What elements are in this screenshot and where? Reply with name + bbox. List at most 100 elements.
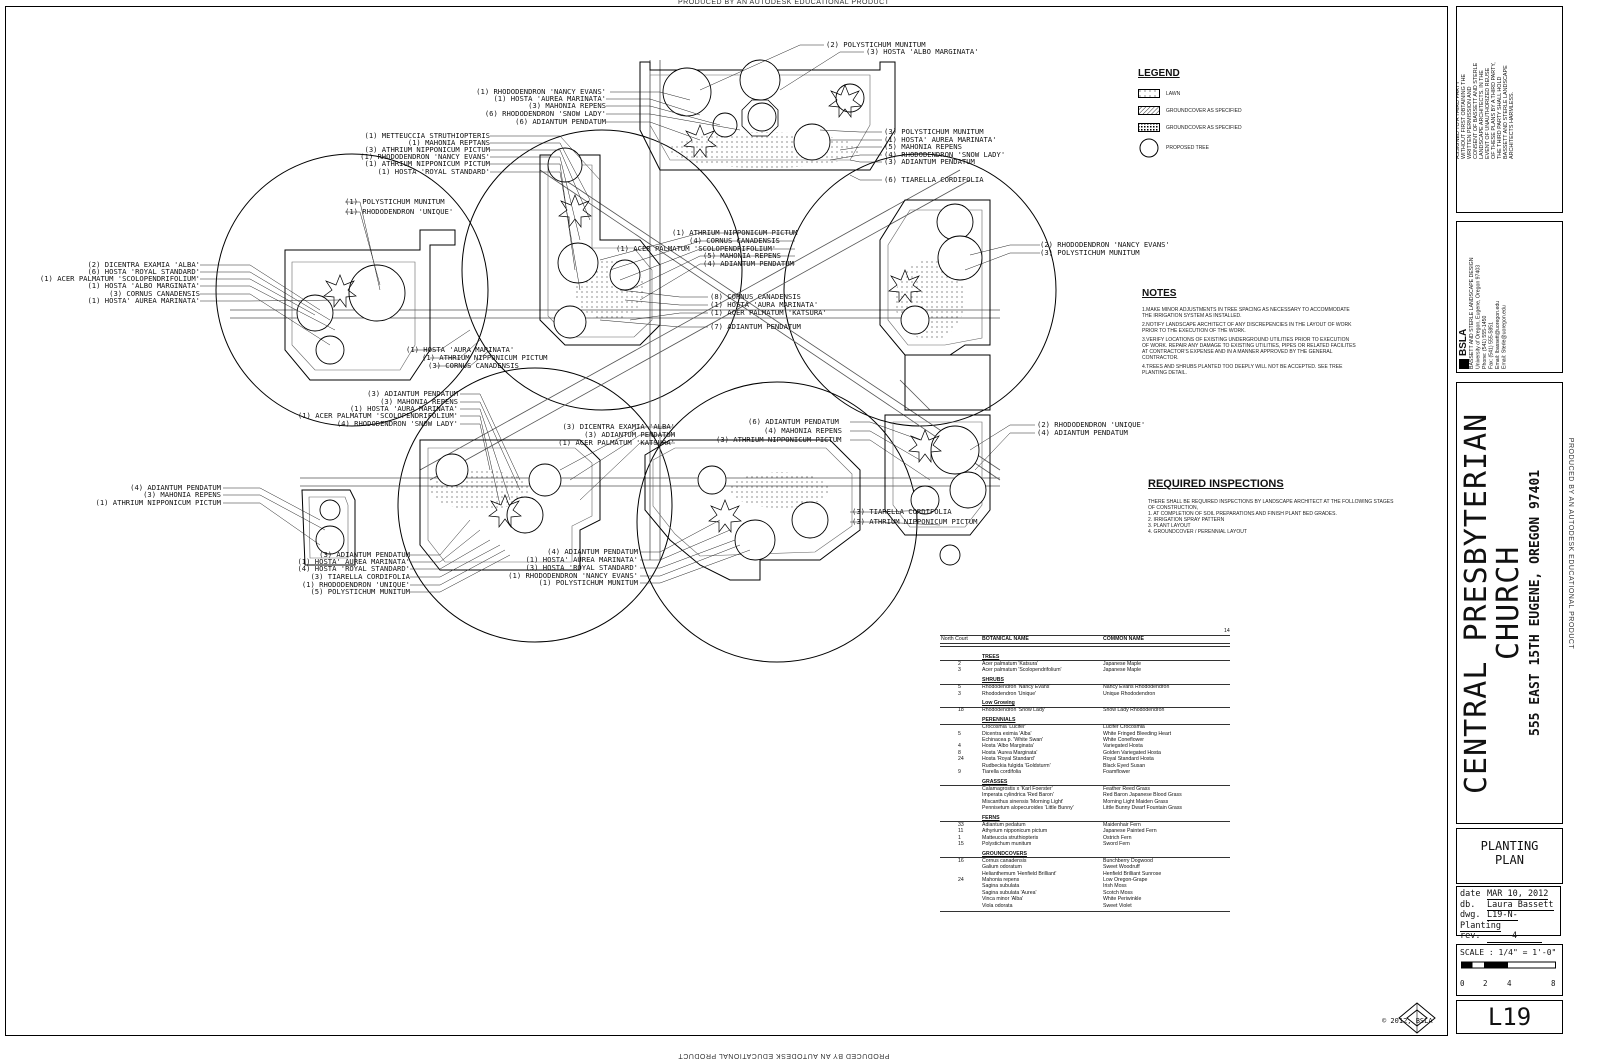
project-panel: CENTRAL PRESBYTERIAN CHURCH 555 EAST 15T…: [1456, 382, 1563, 824]
note-item: 4.TREES AND SHRUBS PLANTED TOO DEEPLY WI…: [1142, 364, 1343, 376]
perennial-symbols: [323, 84, 942, 534]
project-name-line1: CENTRAL PRESBYTERIAN: [1459, 412, 1494, 794]
groundcover-swatch: [1138, 106, 1160, 115]
callout-label: (2) RHODODENDRON 'NANCY EVANS': [1040, 240, 1170, 249]
watermark-top: PRODUCED BY AN AUTODESK EDUCATIONAL PROD…: [678, 0, 890, 6]
rev-value: 4: [1487, 931, 1542, 943]
inspections-title: REQUIRED INSPECTIONS: [1148, 478, 1284, 490]
callout-label: (3) ATHRIUM NIPPONICUM PICTUM: [716, 435, 842, 444]
callout-label: (4) HOSTA 'ROYAL STANDARD': [297, 564, 410, 573]
scale-tick: 8: [1551, 979, 1556, 988]
callout-label: (7) ADIANTUM PENDATUM: [710, 322, 802, 331]
copyright-text: BASSETT AND STERLE LANDSCAPE ARCHITECTS …: [1456, 62, 1515, 159]
firm-logo-text: BSLA: [1457, 328, 1469, 356]
tree-canopy: [215, 153, 489, 427]
callout-label: (4) ADIANTUM PENDATUM: [130, 483, 222, 492]
plant-callouts: (2) POLYSTICHUM MUNITUM (3) HOSTA 'ALBO …: [40, 40, 1170, 596]
callout-label: (1) HOSTA' AUREA MARINATA': [884, 135, 997, 144]
schedule-cell-botanical: Crocosmia 'Lucifer': [982, 724, 1026, 731]
schedule-cell-common: Henfield Brilliant Sunrose: [1103, 870, 1162, 877]
schedule-cell-common: White Coneflower: [1103, 736, 1144, 743]
callout-label: (1) MAHONIA REPTANS: [408, 138, 490, 147]
callout-label: (3) POLYSTICHUM MUNITUM: [884, 127, 984, 136]
schedule-cell-common: Royal Standard Hosta: [1103, 756, 1154, 763]
callout-label: (3) HOSTA 'ALBO MARGINATA': [866, 47, 979, 56]
rev-label: rev.: [1460, 931, 1481, 941]
schedule-cell-count: 33: [958, 821, 964, 828]
schedule-cell-count: 9: [958, 768, 961, 775]
schedule-cell-botanical: Sagina subulata: [982, 883, 1020, 890]
title-block: BASSETT AND STERLE LANDSCAPE ARCHITECTS …: [1456, 6, 1563, 1034]
schedule-cell-common: Japanese Maple: [1103, 667, 1142, 674]
schedule-cell-common: Sweet Violet: [1103, 902, 1132, 909]
notes: NOTES 1.MAKE MINOR ADJUSTMENTS IN TREE S…: [1142, 288, 1357, 376]
callout-label: (4) RHODODENDRON 'SNOW LADY': [337, 419, 458, 428]
callout-label: (3) ADIANTUM PENDATUM: [367, 389, 459, 398]
bsla-logo: [1459, 359, 1469, 369]
scale-tick: 0: [1460, 979, 1465, 988]
callout-label: (1) RHODODENDRON 'UNIQUE': [302, 580, 410, 589]
north-arrow-icon: [1398, 1002, 1436, 1034]
schedule-cell-common: Low Oregon-Grape: [1103, 876, 1148, 883]
schedule-header-common: COMMON NAME: [1103, 636, 1144, 642]
callout-label: (1) HOSTA 'AUREA MARINATA': [493, 94, 606, 103]
sheet-title-line2: PLAN: [1495, 853, 1524, 867]
callout-label: (1) HOSTA 'AURA MARINATA': [406, 345, 514, 354]
sheet-number-panel: L19: [1456, 1000, 1563, 1034]
schedule-section-title: GROUNDCOVERS: [982, 850, 1027, 857]
callout-label: (1) HOSTA 'ALBO MARGINATA': [87, 281, 200, 290]
callout-label: (1) ATHRIUM NIPPONICUM PICTUM: [672, 228, 798, 237]
schedule-cell-common: Foamflower: [1103, 768, 1131, 775]
project-address: 555 EAST 15TH EUGENE, OREGON 97401: [1528, 469, 1543, 737]
schedule-cell-count: 24: [958, 756, 964, 763]
callout-label: (1) ACER PALMATUM 'KATSURA': [710, 308, 827, 317]
callout-label: (3) TIARELLA CORDIFOLIA: [852, 507, 952, 516]
callout-label: (5) POLYSTICHUM MUNITUM: [310, 587, 410, 596]
callout-label: (5) MAHONIA REPENS: [884, 142, 962, 151]
notes-title: NOTES: [1142, 288, 1177, 299]
schedule-cell-common: Little Bunny Dwarf Fountain Grass: [1103, 804, 1183, 811]
callout-label: (1) ACER PALMATUM 'KATSURA': [558, 438, 675, 447]
schedule-cell-common: Japanese Painted Fern: [1103, 828, 1157, 835]
scale-panel: SCALE : 1/4" = 1'-0" 0 2 4 8: [1456, 944, 1563, 996]
proposed-tree-symbol: [1139, 138, 1159, 158]
schedule-cell-botanical: Hosta 'Aurea Marginata': [982, 749, 1038, 756]
schedule-cell-botanical: Echinacea p. 'White Swan': [982, 736, 1044, 743]
callout-label: (1) RHODODENDRON 'UNIQUE': [345, 207, 453, 216]
callout-label: (3) HOSTA 'ROYAL STANDARD': [525, 563, 638, 572]
callout-label: (6) HOSTA 'ROYAL STANDARD': [87, 267, 200, 276]
callout-label: (1) RHODODENDRON 'NANCY EVANS': [508, 571, 638, 580]
schedule-cell-common: Unique Rhododendron: [1103, 690, 1156, 697]
schedule-cell-botanical: Adiantum pedatum: [982, 821, 1026, 828]
callout-label: (8) CORNUS CANADENSIS: [710, 292, 801, 301]
schedule-cell-botanical: Acer palmatum 'Katsura': [982, 660, 1039, 667]
schedule-cell-botanical: Sagina subulata 'Aurea': [982, 889, 1037, 896]
watermark-right: PRODUCED BY AN AUTODESK EDUCATIONAL PROD…: [1567, 437, 1575, 650]
schedule-cell-count: 15: [958, 840, 964, 847]
schedule-cell-botanical: Acer palmatum 'Scolopendrifolium': [982, 667, 1062, 674]
schedule-section-title: Low Growing: [982, 700, 1015, 707]
tree-canopy: [397, 367, 673, 643]
schedule-cell-botanical: Vinca minor 'Alba': [982, 896, 1024, 903]
planting-beds: [284, 61, 991, 581]
project-name-line2: CHURCH: [1491, 545, 1526, 661]
schedule-cell-common: Bunchberry Dogwood: [1103, 857, 1153, 864]
callout-label: (1) ACER PALMATUM 'SCOLOPENDRIFOLIUM': [40, 274, 200, 283]
drawing-border: [5, 6, 1448, 1036]
callout-label: (1) POLYSTICHUM MUNITUM: [345, 197, 445, 206]
schedule-cell-count: 4: [958, 743, 961, 750]
schedule-cell-count: 24: [958, 876, 964, 883]
callout-label: (5) MAHONIA REPENS: [703, 251, 781, 260]
schedule-cell-count: 3: [958, 667, 961, 674]
note-item: 1.MAKE MINOR ADJUSTMENTS IN TREE SPACING…: [1142, 307, 1350, 319]
callout-label: (3) MAHONIA REPENS: [528, 101, 606, 110]
scale-tick: 2: [1483, 979, 1488, 988]
callout-label: (2) POLYSTICHUM MUNITUM: [826, 40, 926, 49]
schedule-cell-botanical: Miscanthus sinensis 'Morning Light': [982, 798, 1064, 805]
legend-item: PROPOSED TREE: [1166, 145, 1209, 151]
callout-label: (3) MAHONIA REPENS: [380, 397, 458, 406]
note-item: 3.VERIFY LOCATIONS OF EXISTING UNDERGROU…: [1142, 337, 1356, 361]
schedule-cell-common: Red Baron Japanese Blood Grass: [1103, 792, 1182, 799]
schedule-cell-count: 18: [958, 707, 964, 714]
